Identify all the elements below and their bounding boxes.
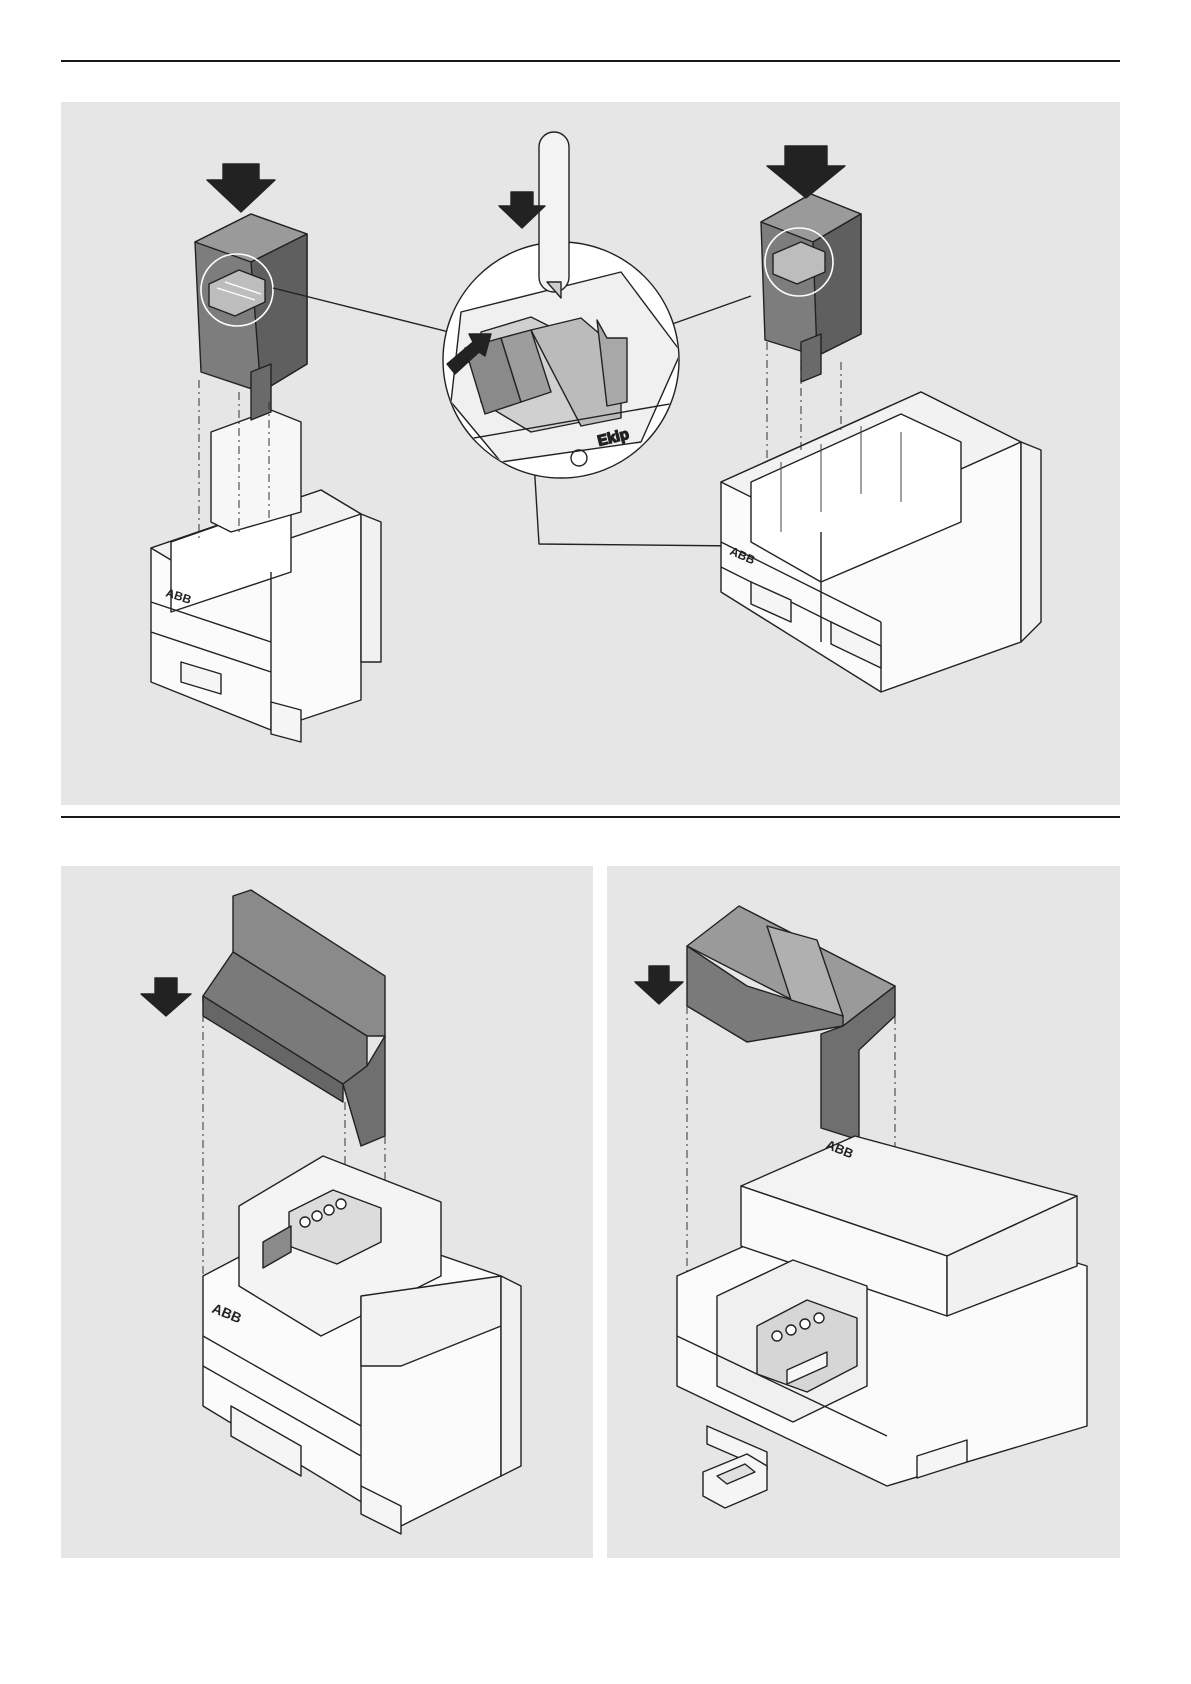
installation-panel-bottom-right: ABB — [607, 866, 1120, 1558]
din-clip — [703, 1454, 767, 1508]
installation-panel-top: Ekip — [61, 102, 1120, 805]
arrow-down-icon — [141, 978, 191, 1016]
arrow-down-icon — [767, 146, 845, 198]
screwdriver — [539, 132, 569, 292]
module-cover-part — [687, 906, 895, 1140]
terminal-cover-part — [203, 890, 385, 1146]
installation-panel-bottom-left: ABB — [61, 866, 593, 1558]
device-housing-left — [151, 410, 381, 742]
magnified-detail: Ekip — [443, 132, 681, 478]
module-left — [195, 214, 307, 420]
module-cover-installation-illustration: ABB — [607, 866, 1120, 1558]
arrow-down-icon — [635, 966, 683, 1004]
arrow-down-icon — [207, 164, 275, 212]
middle-rule — [61, 816, 1120, 818]
device-housing — [203, 1156, 521, 1534]
device-housing — [677, 1136, 1087, 1486]
module-right — [761, 194, 861, 382]
arrow-down-icon — [499, 192, 545, 228]
installation-illustration-top: Ekip — [61, 102, 1120, 805]
top-rule — [61, 60, 1120, 62]
device-housing-right — [721, 392, 1041, 692]
cover-installation-illustration: ABB — [61, 866, 593, 1558]
